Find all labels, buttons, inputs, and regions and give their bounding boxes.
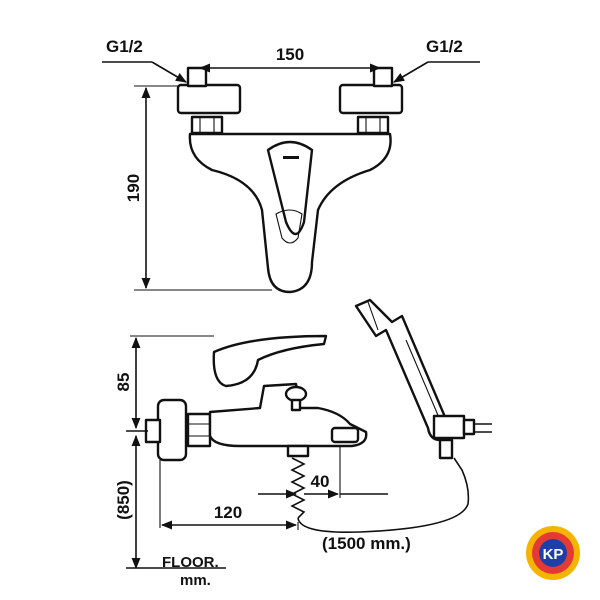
dim-190-label: 190 — [124, 174, 143, 202]
thread-right-label: G1/2 — [426, 37, 463, 56]
wall-flange — [156, 398, 188, 462]
thread-left-label: G1/2 — [106, 37, 143, 56]
right-nut — [356, 115, 390, 135]
left-inlet-cap — [176, 83, 242, 115]
hose-coil — [290, 457, 306, 519]
mixer-body-side — [208, 382, 368, 448]
lever-handle-side — [212, 334, 328, 388]
hose-length-label: (1500 mm.) — [322, 534, 411, 553]
hose-curve — [297, 457, 470, 534]
right-inlet-cap — [338, 83, 404, 115]
dim-150-label: 150 — [276, 45, 304, 64]
dim-85-label: 85 — [114, 373, 133, 392]
top-view: 150 G1/2 G1/2 190 — [102, 37, 480, 294]
dim-40-label: 40 — [311, 472, 330, 491]
side-view: 85 (850) FLOOR. mm. 120 40 (1500 mm.) — [114, 298, 492, 589]
kp-logo: KP — [526, 526, 580, 580]
lever-handle-top — [266, 140, 314, 236]
dim-120-label: 120 — [214, 503, 242, 522]
logo-text: KP — [543, 546, 564, 563]
dim-850-label: (850) — [114, 480, 133, 520]
hand-shower — [354, 298, 492, 460]
left-nut — [190, 115, 224, 135]
unit-label: mm. — [180, 572, 211, 589]
floor-label: FLOOR. — [162, 554, 219, 571]
inlet-nut-side — [186, 412, 212, 448]
